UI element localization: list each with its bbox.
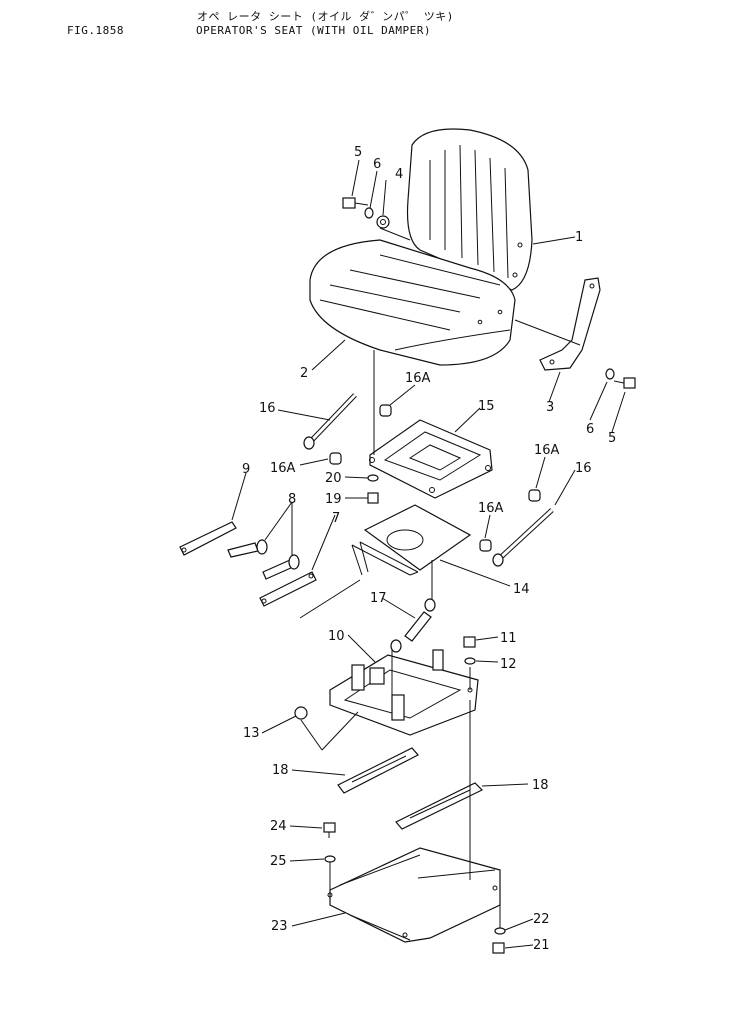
callout-16a-2: 16A <box>270 461 296 476</box>
callout-18-right: 18 <box>532 778 549 793</box>
callout-12: 12 <box>500 657 517 672</box>
rail-18-right <box>395 782 484 830</box>
scissor-frame-part <box>351 504 472 576</box>
mount-plate-part <box>327 847 501 943</box>
figure-number: FIG.1858 <box>67 24 124 37</box>
figure-title: OPERATOR'S SEAT (WITH OIL DAMPER) <box>196 24 432 37</box>
callout-16-right: 16 <box>575 461 592 476</box>
washer-6-left <box>364 207 374 219</box>
figure-title-kana: オペ レータ シート (オイル ダ゛ンパ゜ ツキ) <box>197 10 454 23</box>
base-plate-part <box>329 649 479 736</box>
callout-25: 25 <box>270 854 287 869</box>
callout-9: 9 <box>242 462 250 477</box>
pin-8a <box>227 539 268 558</box>
washer-22 <box>494 927 506 935</box>
callout-4: 4 <box>395 167 403 182</box>
bolt-24 <box>323 822 336 838</box>
callout-23: 23 <box>271 919 288 934</box>
callout-16a-1: 16A <box>405 371 431 386</box>
callout-19: 19 <box>325 492 342 507</box>
bushing-16a-1 <box>379 404 392 417</box>
callout-15: 15 <box>478 399 495 414</box>
link-7 <box>259 571 317 607</box>
link-9 <box>179 521 237 556</box>
callout-14: 14 <box>513 582 530 597</box>
callout-17: 17 <box>370 591 387 606</box>
armrest-bracket-part <box>539 277 601 371</box>
callout-13: 13 <box>243 726 260 741</box>
upper-frame-part <box>369 419 493 499</box>
callout-1: 1 <box>575 230 583 245</box>
nut-4 <box>376 215 390 229</box>
washer-12 <box>464 657 476 665</box>
callout-21: 21 <box>533 938 550 953</box>
bolt-5-left <box>342 197 369 209</box>
callout-16a-4: 16A <box>478 501 504 516</box>
seat-back-part <box>406 128 533 291</box>
callout-6-right: 6 <box>586 422 594 437</box>
callout-24: 24 <box>270 819 287 834</box>
callout-20: 20 <box>325 471 342 486</box>
bolt-19 <box>367 492 379 504</box>
callout-22: 22 <box>533 912 550 927</box>
callout-11: 11 <box>500 631 517 646</box>
pin-16-left <box>303 393 357 450</box>
bushing-16a-2 <box>329 452 342 465</box>
pin-16-right <box>492 508 554 567</box>
callout-18-left: 18 <box>272 763 289 778</box>
bolt-5-right <box>613 377 636 389</box>
leader-lines <box>231 159 626 949</box>
callout-7: 7 <box>332 511 340 526</box>
pin-8b <box>262 554 300 580</box>
callout-labels: 1 2 3 4 5 5 6 6 7 8 9 10 11 12 13 14 15 … <box>242 145 616 953</box>
oil-damper-part <box>390 598 436 653</box>
callout-8: 8 <box>288 492 296 507</box>
bushing-16a-4 <box>479 539 492 552</box>
washer-6-right <box>605 368 615 380</box>
callout-3: 3 <box>546 400 554 415</box>
washer-25 <box>324 855 336 863</box>
nut-11 <box>463 636 476 648</box>
callout-16a-3: 16A <box>534 443 560 458</box>
callout-16-left: 16 <box>259 401 276 416</box>
knob-13 <box>294 706 308 720</box>
callout-5-right: 5 <box>608 431 616 446</box>
nut-21 <box>492 942 505 954</box>
rail-18-left <box>337 747 419 794</box>
callout-5-top: 5 <box>354 145 362 160</box>
callout-2: 2 <box>300 366 308 381</box>
washer-20 <box>367 474 379 482</box>
callout-10: 10 <box>328 629 345 644</box>
bushing-16a-3 <box>528 489 541 502</box>
seat-cushion-part <box>309 239 516 366</box>
assembly-guide-lines <box>299 227 581 928</box>
callout-6-top: 6 <box>373 157 381 172</box>
